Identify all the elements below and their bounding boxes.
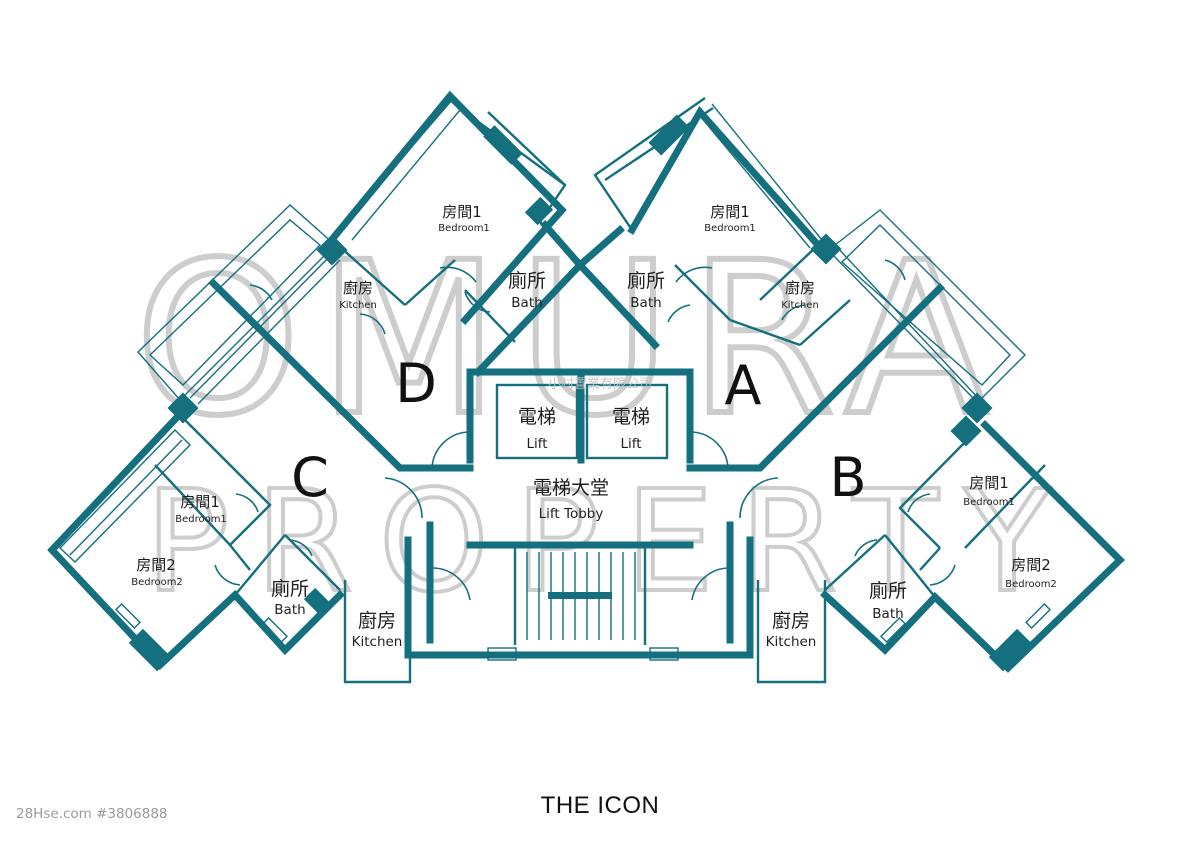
unit-b-walls	[820, 415, 1125, 673]
unit-letters: D A C B	[291, 352, 866, 509]
c-bedroom2-zh: 房間2	[136, 556, 176, 574]
lobby-zh: 電梯大堂	[533, 477, 609, 499]
d-bedroom1-en: Bedroom1	[438, 223, 490, 234]
c-kitchen-zh: 廚房	[358, 609, 396, 632]
lift-left-zh: 電梯	[518, 406, 556, 428]
unit-label-d: D	[395, 352, 437, 415]
c-bath-zh: 廁所	[271, 577, 309, 600]
a-kitchen-zh: 廚房	[785, 279, 815, 297]
b-bath-zh: 廁所	[869, 579, 907, 602]
unit-label-a: A	[725, 354, 762, 417]
b-bedroom2-en: Bedroom2	[1005, 579, 1057, 590]
b-bedroom1-en: Bedroom1	[963, 497, 1015, 508]
a-bath-en: Bath	[630, 295, 661, 311]
b-bedroom2-zh: 房間2	[1011, 556, 1051, 574]
d-bath-zh: 廁所	[508, 269, 546, 292]
d-bedroom1-zh: 房間1	[442, 203, 482, 221]
lift-left-en: Lift	[526, 436, 547, 452]
b-bedroom1-zh: 房間1	[969, 474, 1009, 492]
d-bath-en: Bath	[511, 295, 542, 311]
d-kitchen-en: Kitchen	[339, 300, 377, 311]
unit-label-b: B	[829, 446, 866, 509]
lift-right-zh: 電梯	[612, 406, 650, 428]
d-kitchen-zh: 廚房	[343, 279, 373, 297]
lift-right-en: Lift	[620, 436, 641, 452]
unit-label-c: C	[291, 446, 329, 509]
building-title: THE ICON	[540, 792, 660, 819]
source-caption: 28Hse.com #3806888	[16, 806, 168, 822]
c-kitchen-en: Kitchen	[352, 634, 403, 650]
core-walls	[343, 220, 827, 684]
watermark: OMURA PROPERTY	[132, 214, 1052, 626]
a-bedroom1-en: Bedroom1	[704, 223, 756, 234]
watermark-company: 小村置業有限公司	[548, 376, 652, 392]
c-bedroom1-zh: 房間1	[180, 493, 220, 511]
lobby-en: Lift Tobby	[539, 506, 604, 522]
c-bath-en: Bath	[274, 602, 305, 618]
a-kitchen-en: Kitchen	[781, 300, 819, 311]
b-bath-en: Bath	[872, 606, 903, 622]
c-bedroom2-en: Bedroom2	[131, 577, 183, 588]
b-kitchen-en: Kitchen	[766, 634, 817, 650]
a-bath-zh: 廁所	[627, 269, 665, 292]
c-bedroom1-en: Bedroom1	[175, 514, 227, 525]
b-kitchen-zh: 廚房	[772, 609, 810, 632]
unit-a-walls	[593, 97, 1026, 472]
unit-c-walls	[47, 407, 345, 672]
room-labels: 房間1 Bedroom1 廚房 Kitchen 廁所 Bath 房間1 Bedr…	[131, 203, 1057, 650]
a-bedroom1-zh: 房間1	[710, 203, 750, 221]
